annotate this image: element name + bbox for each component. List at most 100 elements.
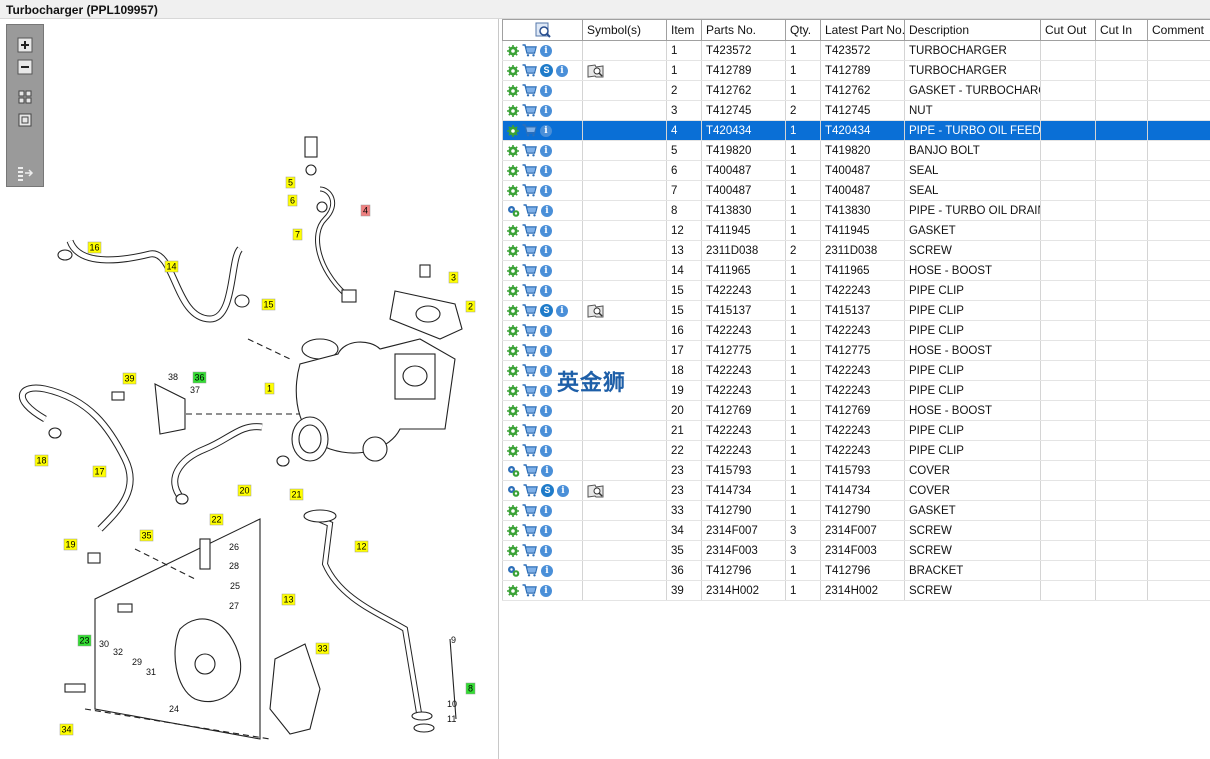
info-icon[interactable]: i [557,484,569,497]
callout-4[interactable]: 4 [360,204,371,217]
info-icon[interactable]: i [541,564,553,577]
row-actions-cell[interactable]: i [502,40,583,61]
cart-icon[interactable] [522,104,537,117]
callout-14[interactable]: 14 [164,260,179,273]
callout-34[interactable]: 34 [59,723,74,736]
column-header-cut-out[interactable]: Cut Out [1040,19,1096,41]
callout-2[interactable]: 2 [465,300,476,313]
column-header-comment[interactable]: Comment [1147,19,1210,41]
row-actions-cell[interactable]: i [502,240,583,261]
callout-21[interactable]: 21 [289,488,304,501]
column-header-latest-part-no[interactable]: Latest Part No. [820,19,905,41]
info-icon[interactable]: i [540,244,552,257]
info-icon[interactable]: i [540,344,552,357]
part-number-label[interactable]: 27 [229,601,239,611]
column-header-parts-no[interactable]: Parts No. [701,19,786,41]
note-book-icon[interactable] [587,303,605,318]
cart-icon[interactable] [523,564,538,577]
info-icon[interactable]: i [540,444,552,457]
info-icon[interactable]: i [540,264,552,277]
row-actions-cell[interactable]: i [502,460,583,481]
info-icon[interactable]: i [556,304,568,317]
part-number-label[interactable]: 9 [451,635,456,645]
cart-icon[interactable] [523,464,538,477]
zoom-in-button[interactable] [14,35,36,55]
cart-icon[interactable] [522,384,537,397]
row-actions-cell[interactable]: i [502,400,583,421]
callout-35[interactable]: 35 [139,529,154,542]
note-book-icon[interactable] [587,63,605,78]
cart-icon[interactable] [522,224,537,237]
row-actions-cell[interactable]: i [502,100,583,121]
row-actions-cell[interactable]: i [502,500,583,521]
part-number-label[interactable]: 30 [99,639,109,649]
part-number-label[interactable]: 37 [190,385,200,395]
callout-7[interactable]: 7 [292,228,303,241]
part-number-label[interactable]: 11 [447,714,456,724]
cart-icon[interactable] [522,184,537,197]
callout-20[interactable]: 20 [237,484,252,497]
part-number-label[interactable]: 10 [447,699,457,709]
cart-icon[interactable] [522,424,537,437]
note-book-icon[interactable] [587,483,605,498]
callout-33[interactable]: 33 [315,642,330,655]
info-icon[interactable]: i [540,184,552,197]
callout-5[interactable]: 5 [285,176,296,189]
cart-icon[interactable] [522,144,537,157]
part-number-label[interactable]: 24 [169,704,179,714]
callout-39[interactable]: 39 [122,372,137,385]
info-icon[interactable]: i [540,524,552,537]
row-actions-cell[interactable]: i [502,260,583,281]
part-number-label[interactable]: 28 [229,561,239,571]
info-icon[interactable]: i [540,584,552,597]
column-header-description[interactable]: Description [904,19,1041,41]
row-actions-cell[interactable]: i [502,140,583,161]
cart-icon[interactable] [522,584,537,597]
column-header-qty[interactable]: Qty. [785,19,821,41]
cart-icon[interactable] [522,544,537,557]
info-icon[interactable]: i [540,84,552,97]
cart-icon[interactable] [522,364,537,377]
fit-all-button[interactable] [14,87,36,107]
info-icon[interactable]: i [541,204,553,217]
callout-16[interactable]: 16 [87,241,102,254]
callout-12[interactable]: 12 [354,540,369,553]
part-number-label[interactable]: 25 [230,581,240,591]
row-actions-cell[interactable]: i [502,80,583,101]
info-icon[interactable]: i [540,44,552,57]
cart-icon[interactable] [522,64,537,77]
column-header-cut-in[interactable]: Cut In [1095,19,1148,41]
row-actions-cell[interactable]: i [502,340,583,361]
callout-1[interactable]: 1 [264,382,275,395]
info-icon[interactable]: i [540,224,552,237]
cart-icon[interactable] [522,304,537,317]
info-icon[interactable]: i [540,284,552,297]
cart-icon[interactable] [522,404,537,417]
cart-icon[interactable] [522,344,537,357]
part-number-label[interactable]: 31 [146,667,156,677]
row-actions-cell[interactable]: i [502,580,583,601]
row-actions-cell[interactable]: i [502,440,583,461]
cart-icon[interactable] [522,504,537,517]
info-icon[interactable]: i [540,104,552,117]
part-number-label[interactable]: 32 [113,647,123,657]
